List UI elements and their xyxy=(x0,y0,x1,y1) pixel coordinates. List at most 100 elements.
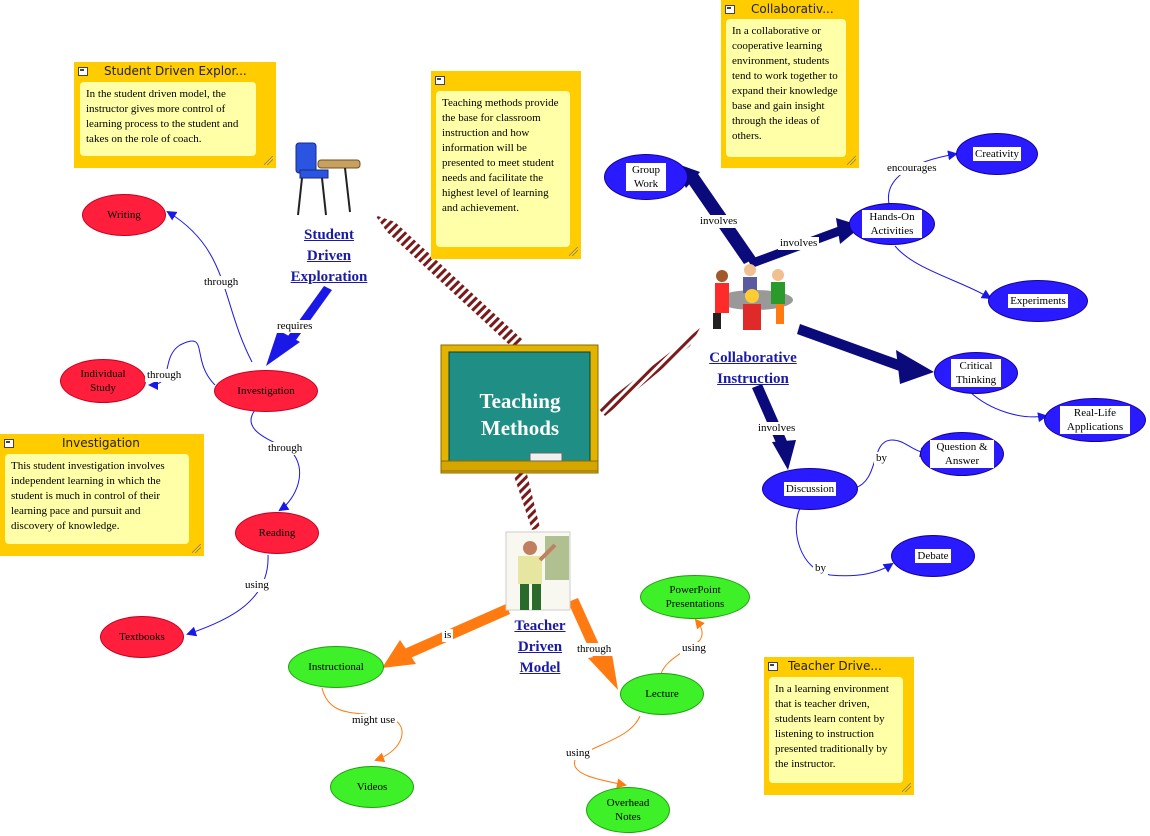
label-through-reading: through xyxy=(266,442,305,455)
link-reading-textbooks xyxy=(186,554,269,637)
topic-collab-line1: Collaborative xyxy=(709,350,797,366)
node-question-answer[interactable]: Question & Answer xyxy=(920,432,1004,476)
topic-collab-line2: Instruction xyxy=(717,371,789,387)
note-teacher-body: In a learning environment that is teache… xyxy=(769,677,903,783)
node-powerpoint-presentations[interactable]: PowerPoint Presentations xyxy=(640,575,750,619)
link-discussion-question xyxy=(854,439,930,489)
label-encourages: encourages xyxy=(885,162,939,175)
label-involves-hands: involves xyxy=(778,237,820,250)
student-desk-picture[interactable] xyxy=(295,142,361,216)
note-resize-handle[interactable] xyxy=(847,156,856,165)
note-investigation[interactable]: Investigation This student investigation… xyxy=(0,434,204,556)
label-using-overhead: using xyxy=(564,747,592,760)
node-debate[interactable]: Debate xyxy=(891,535,975,577)
connector-to-collab xyxy=(598,328,700,416)
note-student-driven[interactable]: Student Driven Explor... In the student … xyxy=(74,62,276,168)
center-connectors xyxy=(375,215,700,530)
topic-student-line2: Driven xyxy=(306,248,352,264)
node-hands-on-activities[interactable]: Hands-On Activities xyxy=(849,203,935,245)
arrow-critical xyxy=(797,324,905,372)
node-real-life-applications[interactable]: Real-Life Applications xyxy=(1044,398,1146,442)
node-writing-label: Writing xyxy=(107,209,141,221)
node-instructional[interactable]: Instructional xyxy=(288,646,384,688)
label-by-debate: by xyxy=(813,562,828,575)
node-hands-on-label: Hands-On Activities xyxy=(862,210,922,238)
node-discussion[interactable]: Discussion xyxy=(762,468,858,510)
node-videos[interactable]: Videos xyxy=(330,766,414,808)
node-group-work[interactable]: Group Work xyxy=(604,154,688,200)
teacher-picture[interactable] xyxy=(505,531,571,611)
arrow-discussion-head xyxy=(772,440,796,470)
link-hands-experiments xyxy=(894,245,992,300)
note-collab-title: Collaborativ... xyxy=(751,2,834,16)
collaborative-group-picture[interactable] xyxy=(713,264,793,330)
label-through-individual: through xyxy=(145,369,184,382)
label-through-writing: through xyxy=(202,276,241,289)
connector-to-student xyxy=(375,215,523,350)
node-experiments-label: Experiments xyxy=(1008,294,1068,308)
note-collapse-icon[interactable] xyxy=(4,438,14,448)
label-is: is xyxy=(442,629,454,642)
node-reading-label: Reading xyxy=(258,527,296,539)
note-resize-handle[interactable] xyxy=(902,783,911,792)
node-writing[interactable]: Writing xyxy=(82,194,166,236)
arrow-lecture-head xyxy=(588,654,618,690)
node-individual-study-label: Individual Study xyxy=(80,368,126,394)
arrow-is xyxy=(402,604,510,660)
topic-teacher-line1: Teacher xyxy=(514,618,566,634)
note-collapse-icon[interactable] xyxy=(768,661,778,671)
node-critical-thinking[interactable]: Critical Thinking xyxy=(934,352,1018,394)
connector-to-teacher xyxy=(514,470,540,530)
topic-student-line1: Student xyxy=(303,227,355,243)
note-collaborative[interactable]: Collaborativ... In a collaborative or co… xyxy=(721,0,859,168)
link-investigation-reading xyxy=(250,409,301,512)
arrow-is-head xyxy=(382,640,416,668)
label-using-powerpoint: using xyxy=(680,642,708,655)
label-using-textbooks: using xyxy=(243,579,271,592)
node-overhead-notes[interactable]: Overhead Notes xyxy=(586,787,670,833)
note-student-title: Student Driven Explor... xyxy=(104,64,247,78)
label-might-use: might use xyxy=(350,714,398,727)
note-resize-handle[interactable] xyxy=(192,544,201,553)
note-collapse-icon[interactable] xyxy=(435,75,445,85)
topic-teacher-driven-model[interactable]: Teacher Driven Model xyxy=(498,616,582,679)
node-investigation[interactable]: Investigation xyxy=(214,370,318,412)
note-collapse-icon[interactable] xyxy=(78,66,88,76)
node-discussion-label: Discussion xyxy=(783,482,837,496)
node-textbooks[interactable]: Textbooks xyxy=(100,616,184,658)
arrow-critical-head xyxy=(896,350,934,384)
topic-teacher-line2: Driven xyxy=(517,639,563,655)
node-group-work-label: Group Work xyxy=(626,163,666,191)
link-critical-reallife xyxy=(969,391,1048,423)
note-collab-body: In a collaborative or cooperative learni… xyxy=(726,19,846,157)
note-student-body: In the student driven model, the instruc… xyxy=(80,82,256,156)
topic-student-line3: Exploration xyxy=(290,269,368,285)
collab-arrows xyxy=(266,162,934,470)
topic-student-driven-exploration[interactable]: Student Driven Exploration xyxy=(282,225,376,288)
node-instructional-label: Instructional xyxy=(308,661,364,673)
chalkboard-picture[interactable] xyxy=(440,344,599,474)
note-resize-handle[interactable] xyxy=(569,247,578,256)
label-involves-discussion: involves xyxy=(756,422,798,435)
node-lecture[interactable]: Lecture xyxy=(620,673,704,715)
note-teacher-driven[interactable]: Teacher Drive... In a learning environme… xyxy=(764,657,914,795)
note-teaching-body: Teaching methods provide the base for cl… xyxy=(436,91,570,247)
arrow-requires-head xyxy=(266,330,300,366)
node-reading[interactable]: Reading xyxy=(235,512,319,554)
label-involves-group: involves xyxy=(698,215,740,228)
topic-collaborative-instruction[interactable]: Collaborative Instruction xyxy=(696,348,810,390)
link-lecture-powerpoint xyxy=(659,618,705,681)
link-discussion-debate xyxy=(795,507,894,577)
node-textbooks-label: Textbooks xyxy=(119,631,165,643)
node-individual-study[interactable]: Individual Study xyxy=(60,359,146,403)
node-investigation-label: Investigation xyxy=(237,385,295,397)
node-debate-label: Debate xyxy=(915,549,951,563)
node-experiments[interactable]: Experiments xyxy=(988,280,1088,322)
note-investigation-title: Investigation xyxy=(62,436,140,450)
label-requires: requires xyxy=(275,320,315,333)
note-collapse-icon[interactable] xyxy=(725,4,735,14)
note-resize-handle[interactable] xyxy=(264,156,273,165)
node-creativity[interactable]: Creativity xyxy=(956,133,1038,175)
note-teaching-methods[interactable]: Teaching methods provide the base for cl… xyxy=(431,71,581,259)
node-real-life-label: Real-Life Applications xyxy=(1060,406,1130,434)
